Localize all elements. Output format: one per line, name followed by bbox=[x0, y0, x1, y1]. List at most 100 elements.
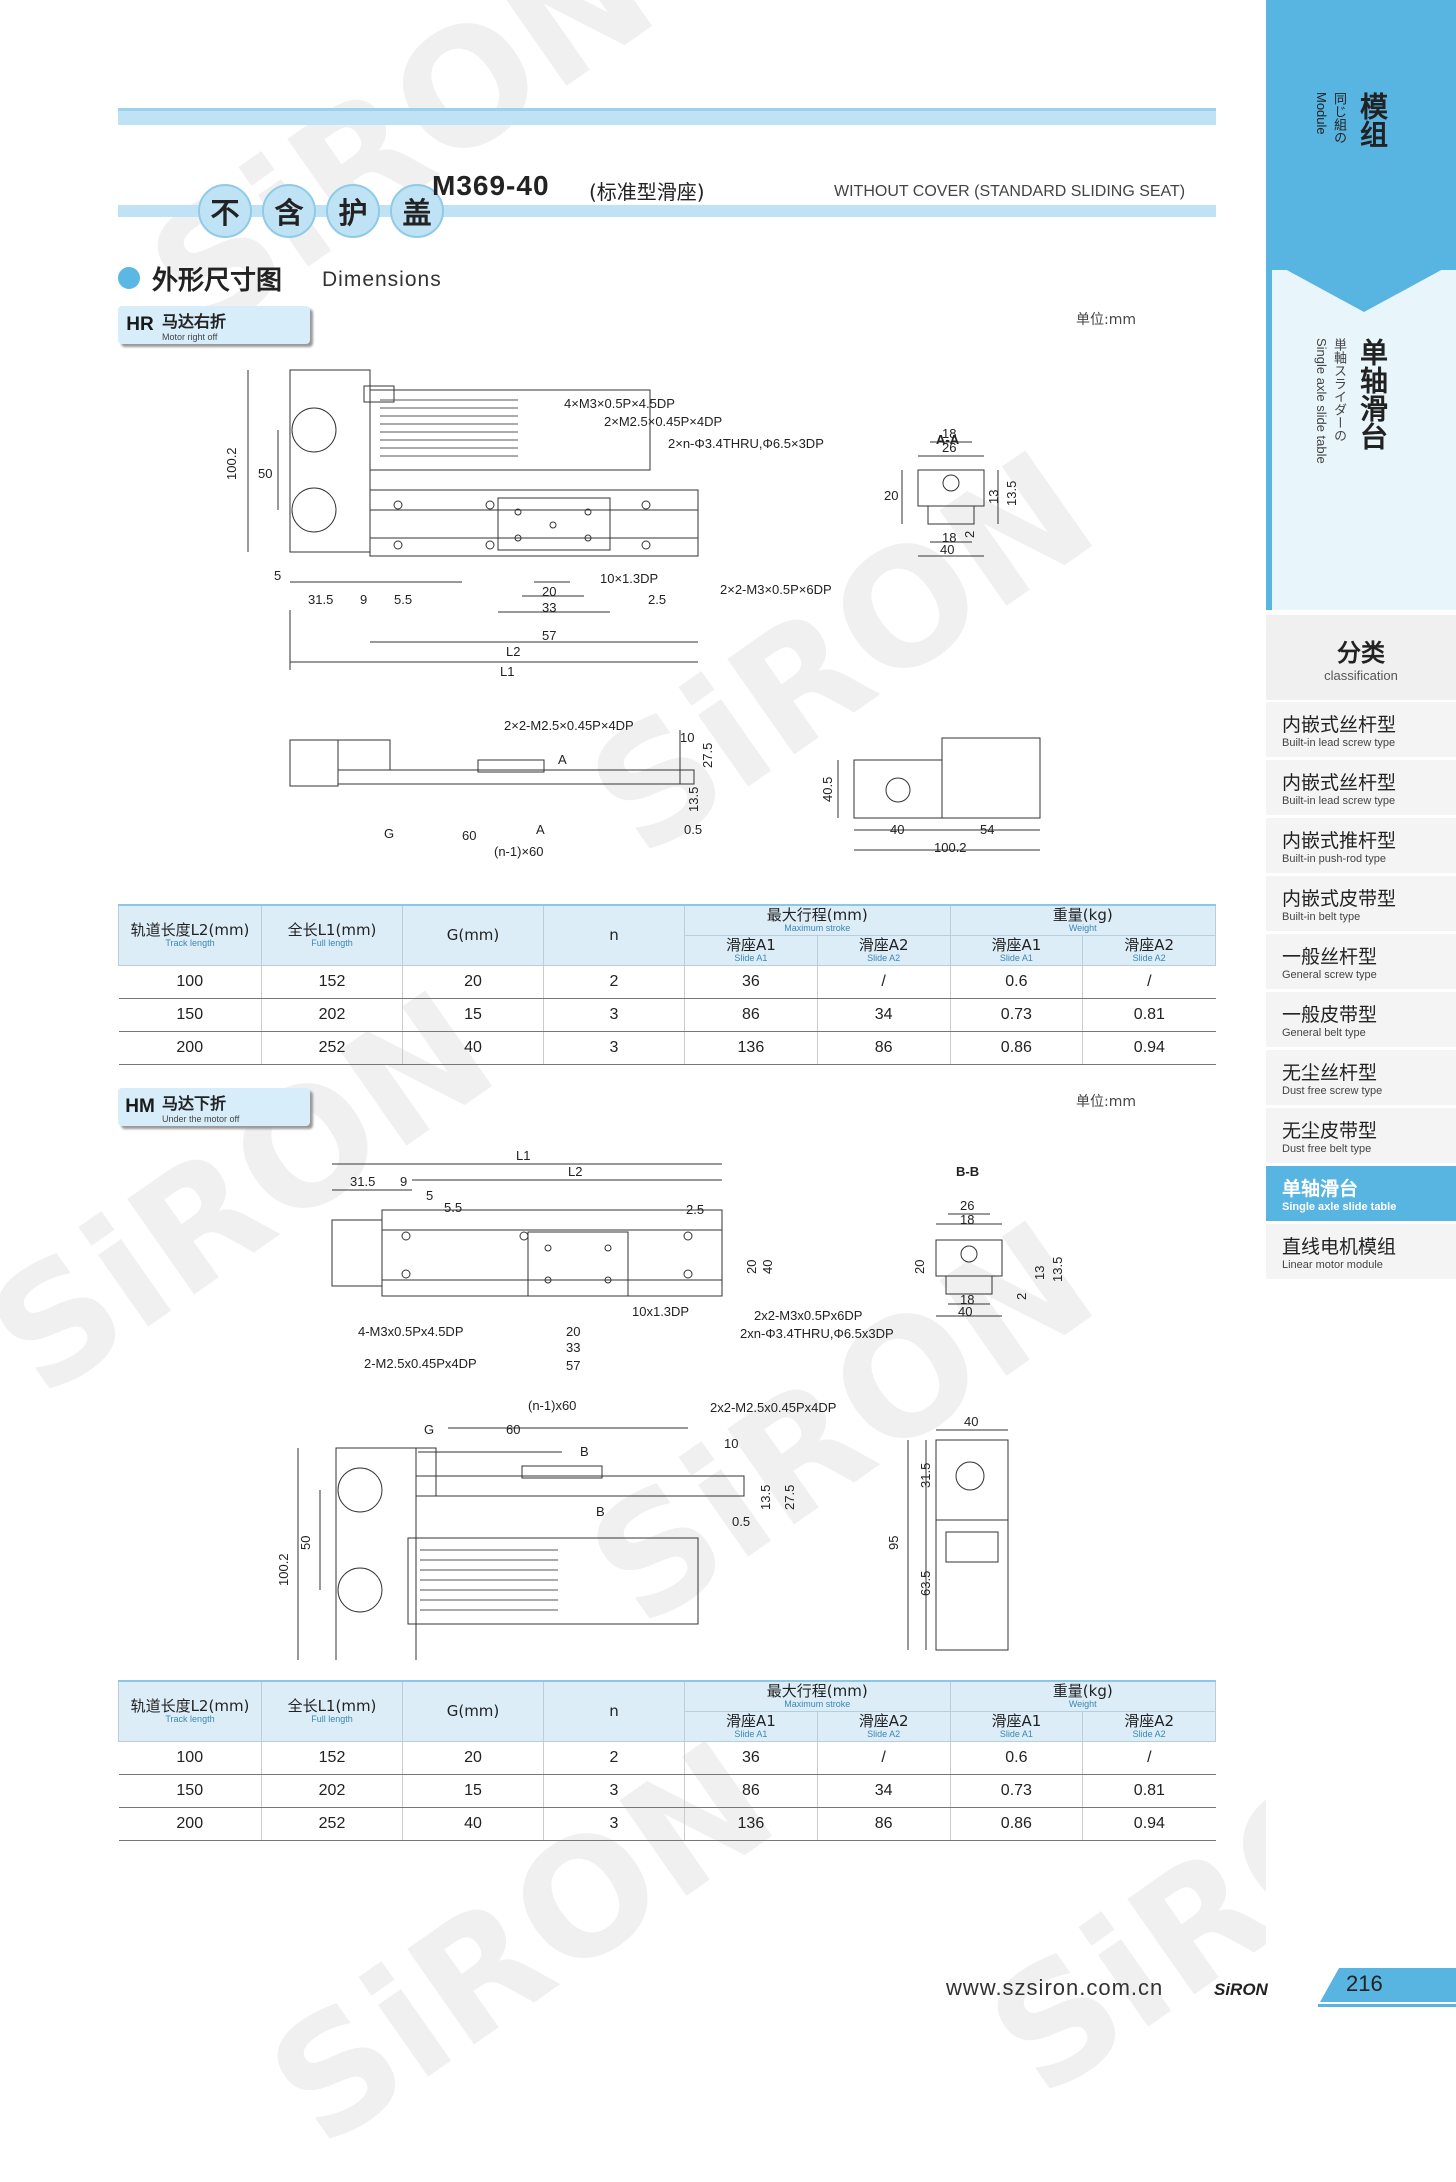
footer-rule bbox=[1318, 2004, 1456, 2007]
rail-side bbox=[415, 1475, 745, 1497]
sidebar-category-title: 单轴滑台 bbox=[1356, 338, 1389, 450]
svg-text:2×2-M3×0.5P×6DP: 2×2-M3×0.5P×6DP bbox=[720, 582, 832, 597]
svg-text:50: 50 bbox=[298, 1536, 313, 1550]
svg-text:18: 18 bbox=[942, 426, 956, 441]
svg-text:5.5: 5.5 bbox=[444, 1200, 462, 1215]
svg-text:L1: L1 bbox=[500, 664, 514, 679]
svg-text:27.5: 27.5 bbox=[700, 743, 715, 768]
end-view: 40 31.5 95 63.5 bbox=[886, 1414, 1009, 1651]
svg-text:20: 20 bbox=[542, 584, 556, 599]
title-badge: 盖 bbox=[390, 184, 444, 238]
sidebar-category-jp: 単軸スライダーの bbox=[1332, 338, 1347, 442]
svg-text:13: 13 bbox=[1032, 1266, 1047, 1280]
svg-text:10×1.3DP: 10×1.3DP bbox=[600, 571, 658, 586]
model-subtitle: (标准型滑座) bbox=[589, 180, 705, 204]
svg-text:(n-1)x60: (n-1)x60 bbox=[528, 1398, 576, 1413]
svg-text:2: 2 bbox=[962, 531, 977, 538]
svg-text:50: 50 bbox=[258, 466, 272, 481]
page-number: 216 bbox=[1346, 1971, 1383, 1996]
svg-text:(n-1)×60: (n-1)×60 bbox=[494, 844, 544, 859]
svg-text:40: 40 bbox=[940, 542, 954, 557]
hm-name-en: Under the motor off bbox=[162, 1114, 240, 1124]
svg-text:10: 10 bbox=[680, 730, 694, 745]
svg-text:26: 26 bbox=[942, 440, 956, 455]
motor-body bbox=[407, 1537, 699, 1625]
svg-text:57: 57 bbox=[542, 628, 556, 643]
page-number-box bbox=[1320, 1968, 1456, 2002]
col-full-length: 全长L1(mm) bbox=[287, 1697, 377, 1716]
svg-text:G: G bbox=[384, 826, 394, 841]
svg-text:26: 26 bbox=[960, 1198, 974, 1213]
svg-text:0.5: 0.5 bbox=[732, 1514, 750, 1529]
hr-name: 马达右折 bbox=[162, 312, 227, 331]
title-badge: 护 bbox=[326, 184, 380, 238]
svg-text:100.2: 100.2 bbox=[224, 447, 239, 480]
svg-text:2xn-Φ3.4THRU,Φ6.5x3DP: 2xn-Φ3.4THRU,Φ6.5x3DP bbox=[740, 1326, 894, 1341]
top-bar bbox=[118, 108, 1216, 125]
model-english: WITHOUT COVER (STANDARD SLIDING SEAT) bbox=[834, 183, 1186, 200]
svg-text:31.5: 31.5 bbox=[350, 1174, 375, 1189]
svg-text:10: 10 bbox=[724, 1436, 738, 1451]
svg-text:13.5: 13.5 bbox=[1050, 1257, 1065, 1282]
col-track-length: 轨道长度L2(mm) bbox=[130, 1697, 250, 1716]
section-heading: 外形尺寸图 bbox=[152, 266, 283, 296]
svg-text:33: 33 bbox=[542, 600, 556, 615]
svg-text:B: B bbox=[580, 1444, 589, 1459]
svg-text:4-M3x0.5Px4.5DP: 4-M3x0.5Px4.5DP bbox=[358, 1324, 464, 1339]
svg-text:40: 40 bbox=[964, 1414, 978, 1429]
svg-text:0.5: 0.5 bbox=[684, 822, 702, 837]
svg-text:18: 18 bbox=[942, 530, 956, 545]
col-weight: 重量(kg) bbox=[1052, 1682, 1113, 1700]
svg-text:2x2-M3x0.5Px6DP: 2x2-M3x0.5Px6DP bbox=[754, 1308, 862, 1323]
svg-text:54: 54 bbox=[980, 822, 994, 837]
hr-spec-table: 轨道长度L2(mm)Track length 全长L1(mm)Full leng… bbox=[118, 904, 1216, 1066]
hm-tag: HM 马达下折 Under the motor off bbox=[118, 1088, 310, 1126]
motor-body bbox=[369, 389, 651, 471]
svg-text:5.5: 5.5 bbox=[394, 592, 412, 607]
svg-text:13.5: 13.5 bbox=[686, 787, 701, 812]
svg-text:18: 18 bbox=[960, 1292, 974, 1307]
badge-group: 不 含 护 盖 bbox=[198, 184, 444, 238]
svg-text:9: 9 bbox=[400, 1174, 407, 1189]
svg-text:A: A bbox=[558, 752, 567, 767]
svg-text:95: 95 bbox=[886, 1536, 901, 1550]
hr-name-en: Motor right off bbox=[162, 332, 218, 342]
svg-text:33: 33 bbox=[566, 1340, 580, 1355]
svg-text:40: 40 bbox=[958, 1304, 972, 1319]
sidebar-module-en: Module bbox=[1314, 92, 1329, 135]
svg-text:L2: L2 bbox=[506, 644, 520, 659]
svg-text:5: 5 bbox=[426, 1188, 433, 1203]
title-badge: 含 bbox=[262, 184, 316, 238]
svg-text:18: 18 bbox=[960, 1212, 974, 1227]
col-track-length: 轨道长度L2(mm) bbox=[130, 921, 250, 940]
svg-text:40.5: 40.5 bbox=[820, 777, 835, 802]
svg-text:20: 20 bbox=[566, 1324, 580, 1339]
hm-spec-table: 轨道长度L2(mm)Track length 全长L1(mm)Full leng… bbox=[118, 1680, 1216, 1842]
svg-text:A-A: A-A bbox=[936, 432, 960, 447]
svg-text:9: 9 bbox=[360, 592, 367, 607]
bullet-icon bbox=[118, 267, 140, 289]
svg-text:100.2: 100.2 bbox=[276, 1553, 291, 1586]
hr-unit: 单位:mm bbox=[1076, 312, 1136, 328]
website-link[interactable]: www.szsiron.com.cn bbox=[946, 1975, 1164, 2000]
svg-text:40: 40 bbox=[890, 822, 904, 837]
